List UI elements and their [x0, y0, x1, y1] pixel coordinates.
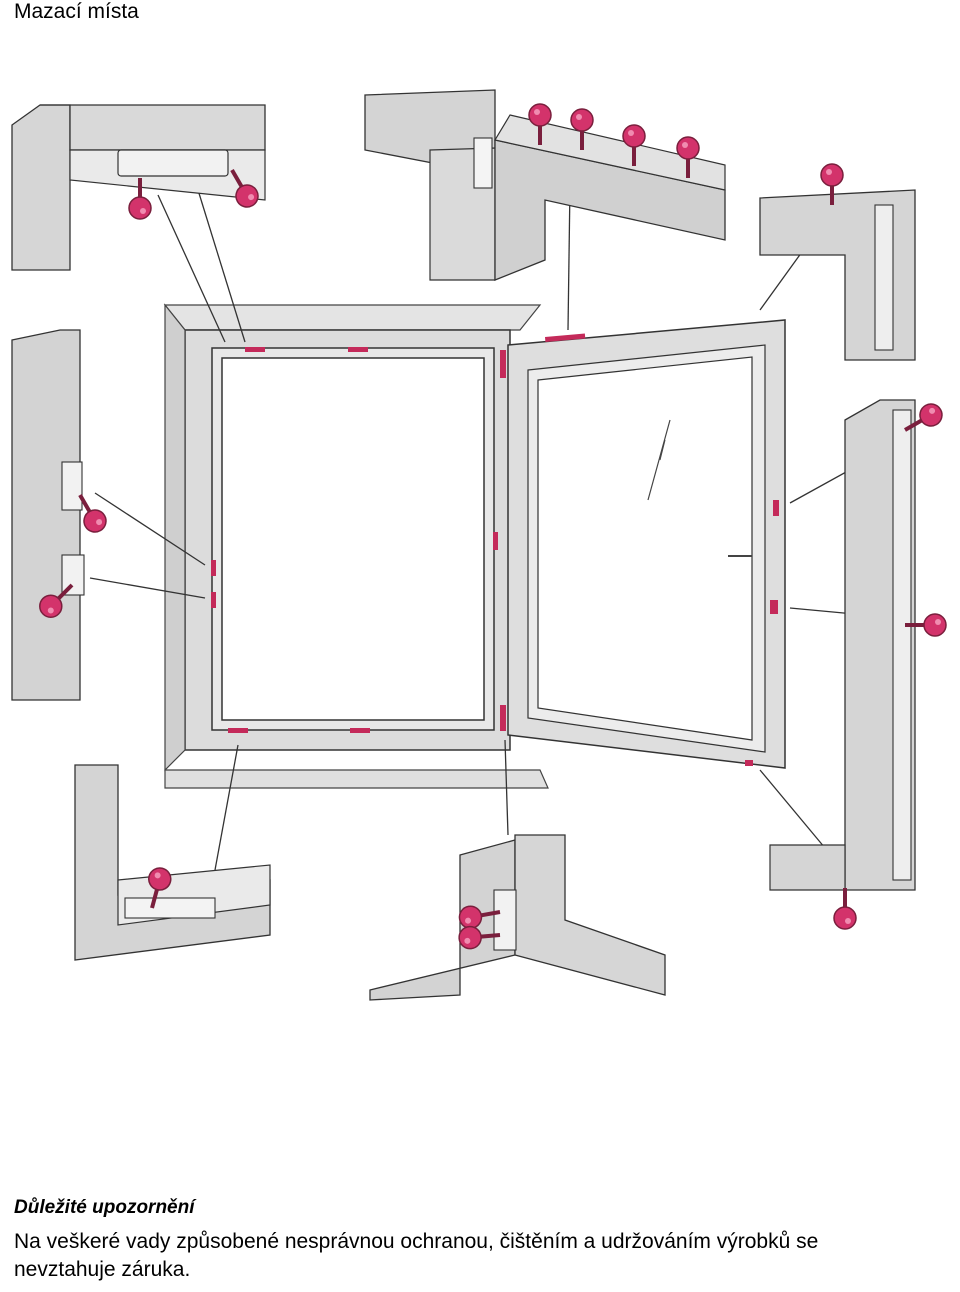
detail-bottom-left-corner	[74, 764, 271, 961]
window-open-sash	[507, 319, 786, 769]
detail-top-right-corner	[759, 162, 916, 361]
window-fittings	[211, 333, 779, 766]
detail-left-side	[11, 329, 113, 701]
detail-top-hinge	[364, 89, 726, 281]
notice-body: Na veškeré vady způsobené nesprávnou och…	[14, 1230, 819, 1281]
leader-lines	[89, 184, 896, 871]
window-outer-frame	[163, 303, 549, 789]
detail-bottom-hinge	[369, 834, 666, 1001]
page-title: Mazací místa	[14, 0, 139, 23]
notice-title: Důležité upozornění	[14, 1197, 195, 1218]
lubrication-points-illustration	[11, 89, 949, 1001]
detail-right-side	[769, 397, 949, 931]
detail-top-left-corner	[11, 104, 266, 271]
